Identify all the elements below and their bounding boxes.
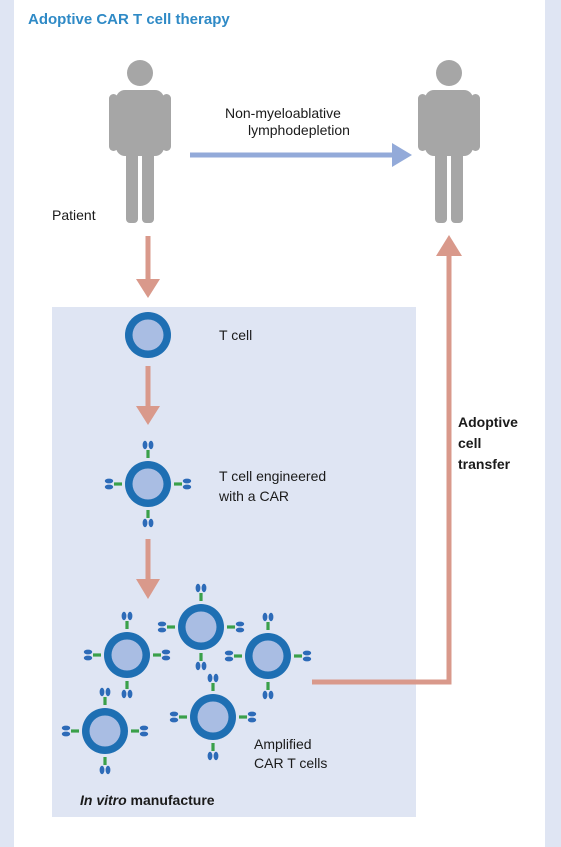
engineered-car-t-cell-icon (105, 441, 191, 527)
lymphodepletion-label-line1: Non-myeloablative (225, 105, 341, 121)
transfer-label-line1: Adoptive (458, 414, 518, 430)
tcell-to-engineered-arrow (136, 366, 160, 425)
patient-person-icon (109, 60, 171, 223)
engineered-label-line2: with a CAR (219, 488, 290, 504)
car-t-cell-icon (84, 612, 170, 698)
engineered-label-line1: T cell engineered (219, 468, 327, 484)
manufacture-label-italic: In vitro (80, 792, 127, 808)
car-t-cell-icon (170, 674, 256, 760)
recipient-person-icon (418, 60, 480, 223)
amplified-label-line2: CAR T cells (254, 755, 328, 771)
lymphodepletion-label-line2: lymphodepletion (248, 122, 350, 138)
patient-to-tcell-arrow (136, 236, 160, 298)
lymphodepletion-arrow (190, 143, 412, 167)
transfer-label-line3: transfer (458, 456, 511, 472)
t-cell-label: T cell (219, 327, 253, 343)
t-cell-icon (125, 312, 171, 358)
diagram-title: Adoptive CAR T cell therapy (28, 11, 230, 28)
manufacture-label-rest: manufacture (126, 792, 215, 808)
manufacture-label: In vitro manufacture (80, 791, 215, 809)
adoptive-transfer-arrow (312, 235, 462, 685)
patient-label: Patient (52, 207, 96, 223)
transfer-label-line2: cell (458, 435, 482, 451)
amplified-label-line1: Amplified (254, 736, 312, 752)
engineered-to-amplified-arrow (136, 539, 160, 599)
car-t-cell-icon (62, 688, 148, 774)
